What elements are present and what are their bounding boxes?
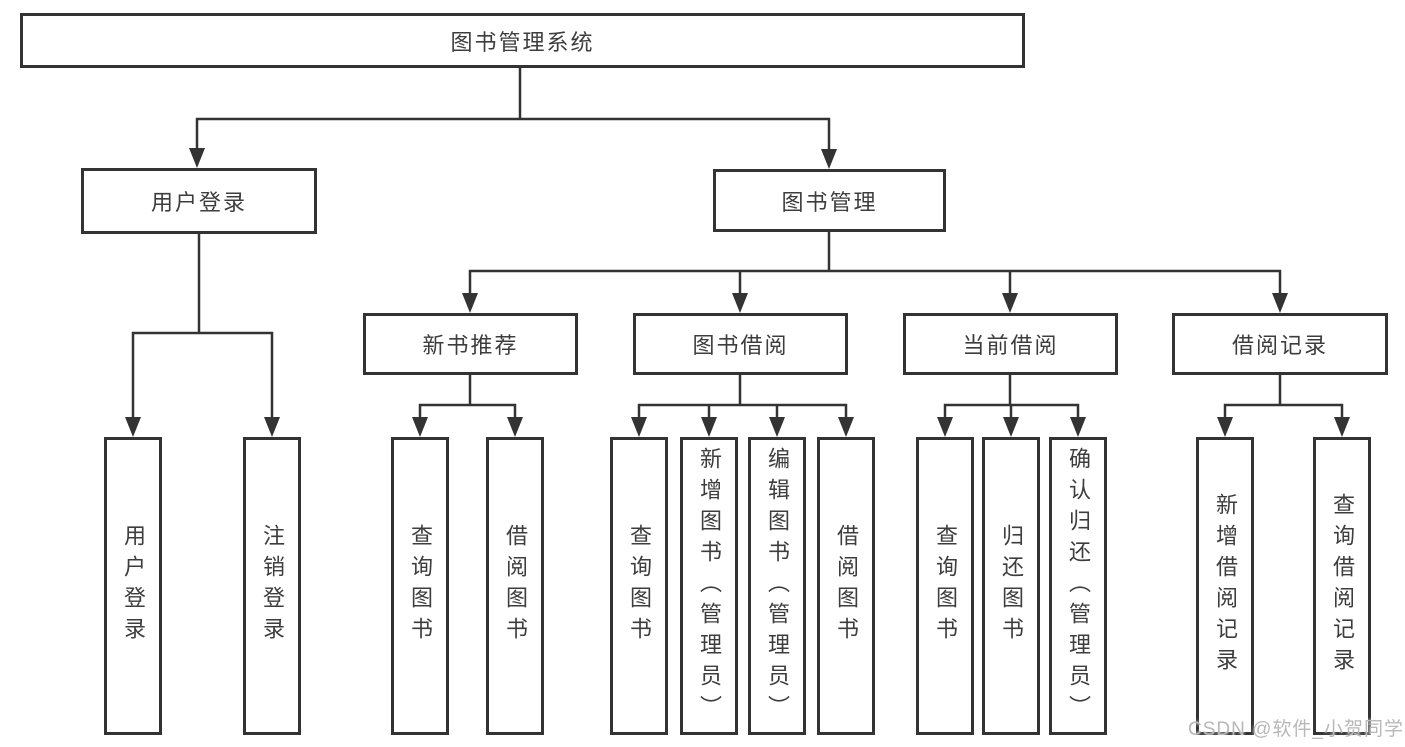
group-borrowing-records: 借阅记录 — [1172, 313, 1388, 375]
branch-user-login: 用户登录 — [81, 168, 317, 234]
leaf-borrow-books-borrowing-label: 借阅图书 — [834, 524, 859, 648]
leaf-query-books-current: 查询图书 — [916, 437, 974, 735]
leaf-add-book-admin-label: 新增图书（管理员） — [697, 446, 722, 726]
leaf-user-login: 用户登录 — [104, 437, 162, 735]
leaf-borrow-books-recommend: 借阅图书 — [486, 437, 544, 735]
leaf-edit-book-admin-label: 编辑图书（管理员） — [765, 446, 790, 726]
leaf-add-borrow-record: 新增借阅记录 — [1196, 437, 1254, 735]
leaf-edit-book-admin: 编辑图书（管理员） — [748, 437, 806, 735]
leaf-query-borrow-record: 查询借阅记录 — [1313, 437, 1371, 735]
leaf-borrow-books-recommend-label: 借阅图书 — [503, 524, 528, 648]
leaf-user-login-label: 用户登录 — [121, 524, 146, 648]
leaf-add-borrow-record-label: 新增借阅记录 — [1213, 493, 1238, 679]
branch-book-management: 图书管理 — [713, 169, 946, 232]
leaf-query-borrow-record-label: 查询借阅记录 — [1330, 493, 1355, 679]
leaf-confirm-return-admin-label: 确认归还（管理员） — [1066, 446, 1091, 726]
leaf-borrow-books-borrowing: 借阅图书 — [817, 437, 875, 735]
leaf-query-books-recommend: 查询图书 — [391, 437, 449, 735]
leaf-query-books-borrowing-label: 查询图书 — [627, 524, 652, 648]
leaf-return-books-label: 归还图书 — [999, 524, 1024, 648]
node-root-system: 图书管理系统 — [20, 13, 1025, 68]
leaf-confirm-return-admin: 确认归还（管理员） — [1049, 437, 1107, 735]
leaf-return-books: 归还图书 — [982, 437, 1040, 735]
leaf-logout-label: 注销登录 — [260, 524, 285, 648]
leaf-add-book-admin: 新增图书（管理员） — [680, 437, 738, 735]
csdn-watermark: CSDN @软件_小贺同学 — [1188, 719, 1404, 740]
leaf-query-books-recommend-label: 查询图书 — [408, 524, 433, 648]
group-new-book-recommendation: 新书推荐 — [363, 313, 578, 375]
leaf-logout: 注销登录 — [243, 437, 301, 735]
group-book-borrowing: 图书借阅 — [633, 313, 848, 375]
leaf-query-books-current-label: 查询图书 — [933, 524, 958, 648]
group-current-borrowing: 当前借阅 — [903, 313, 1118, 375]
leaf-query-books-borrowing: 查询图书 — [610, 437, 668, 735]
